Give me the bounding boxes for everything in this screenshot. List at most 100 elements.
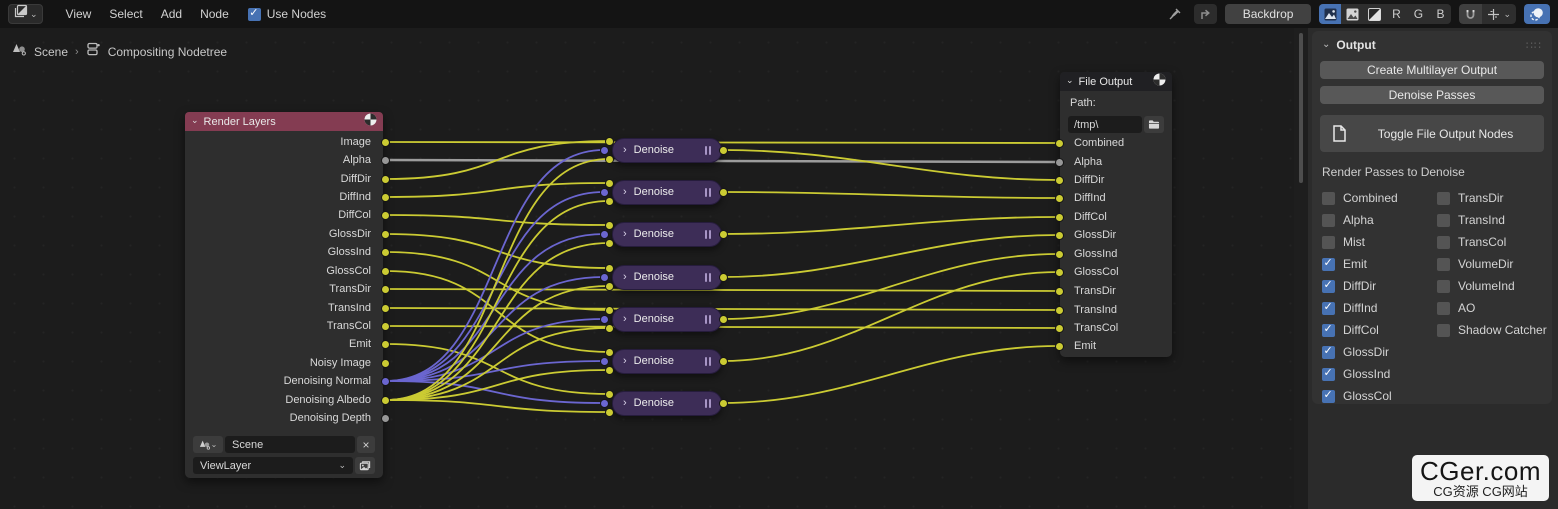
rl-out-alpha-socket[interactable] bbox=[380, 155, 390, 165]
rl-out-diffind-socket[interactable] bbox=[380, 192, 390, 202]
resize-grip-icon[interactable] bbox=[705, 356, 711, 366]
resize-grip-icon[interactable] bbox=[705, 187, 711, 197]
chevron-right-icon[interactable]: › bbox=[623, 397, 627, 409]
backdrop-button[interactable]: Backdrop bbox=[1224, 4, 1312, 24]
pass-checkbox-diffind[interactable] bbox=[1322, 300, 1335, 315]
channel-color-alpha-button[interactable] bbox=[1319, 4, 1342, 24]
fo-in-combined-socket[interactable] bbox=[1054, 138, 1064, 148]
unlink-scene-button[interactable]: × bbox=[357, 436, 375, 453]
create-multilayer-output-button[interactable]: Create Multilayer Output bbox=[1320, 61, 1544, 79]
denoise-3-image-socket[interactable] bbox=[604, 220, 614, 230]
pass-row-transdir[interactable]: TransDir bbox=[1437, 187, 1552, 209]
output-panel-header[interactable]: ⌄ Output ∷∷ bbox=[1312, 31, 1552, 56]
fo-in-diffind-socket[interactable] bbox=[1054, 193, 1064, 203]
chevron-right-icon[interactable]: › bbox=[623, 186, 627, 198]
denoise-4-image-socket[interactable] bbox=[604, 263, 614, 273]
fo-in-transind-socket[interactable] bbox=[1054, 305, 1064, 315]
menu-select[interactable]: Select bbox=[109, 7, 143, 21]
fo-in-alpha-socket[interactable] bbox=[1054, 157, 1064, 167]
scene-datablock-icon[interactable]: ⌄ bbox=[193, 436, 223, 453]
use-nodes-toggle[interactable]: Use Nodes bbox=[247, 6, 326, 21]
denoise-5-output-socket[interactable] bbox=[718, 314, 728, 324]
denoise-2-output-socket[interactable] bbox=[718, 187, 728, 197]
denoise-6-albedo-socket[interactable] bbox=[604, 365, 614, 375]
pass-row-diffcol[interactable]: DiffCol bbox=[1322, 319, 1437, 341]
chevron-right-icon[interactable]: › bbox=[623, 313, 627, 325]
rl-out-transcol-socket[interactable] bbox=[380, 321, 390, 331]
denoise-3-output-socket[interactable] bbox=[718, 229, 728, 239]
rl-out-emit-socket[interactable] bbox=[380, 339, 390, 349]
use-nodes-checkbox[interactable] bbox=[247, 6, 261, 21]
pass-row-emit[interactable]: Emit bbox=[1322, 253, 1437, 275]
file-output-header[interactable]: ⌄ File Output bbox=[1060, 72, 1172, 91]
denoise-1-normal-socket[interactable] bbox=[599, 145, 609, 155]
denoise-5-albedo-socket[interactable] bbox=[604, 323, 614, 333]
resize-grip-icon[interactable] bbox=[705, 398, 711, 408]
chevron-right-icon[interactable]: › bbox=[623, 271, 627, 283]
pass-checkbox-transind[interactable] bbox=[1437, 213, 1450, 227]
pass-checkbox-ao[interactable] bbox=[1437, 301, 1450, 315]
toggle-file-output-nodes-button[interactable]: Toggle File Output Nodes bbox=[1320, 115, 1544, 152]
denoise-7-output-socket[interactable] bbox=[718, 398, 728, 408]
resize-grip-icon[interactable] bbox=[705, 145, 711, 155]
pass-row-transcol[interactable]: TransCol bbox=[1437, 231, 1552, 253]
snap-magnet-icon[interactable] bbox=[1459, 4, 1483, 24]
pass-checkbox-volumedir[interactable] bbox=[1437, 257, 1450, 271]
denoise-node-4[interactable]: ›Denoise bbox=[612, 264, 722, 290]
channel-color-button[interactable] bbox=[1341, 4, 1363, 24]
fo-in-glossind-socket[interactable] bbox=[1054, 249, 1064, 259]
scene-name-field[interactable]: Scene bbox=[225, 436, 355, 453]
pass-row-glossdir[interactable]: GlossDir bbox=[1322, 341, 1437, 363]
denoise-1-image-socket[interactable] bbox=[604, 136, 614, 146]
denoise-3-albedo-socket[interactable] bbox=[604, 238, 614, 248]
pass-checkbox-transcol[interactable] bbox=[1437, 235, 1450, 249]
fo-in-glosscol-socket[interactable] bbox=[1054, 267, 1064, 277]
fo-in-diffdir-socket[interactable] bbox=[1054, 175, 1064, 185]
denoise-passes-button[interactable]: Denoise Passes bbox=[1320, 86, 1544, 104]
rl-out-image-socket[interactable] bbox=[380, 137, 390, 147]
denoise-node-1[interactable]: ›Denoise bbox=[612, 137, 722, 163]
pass-checkbox-combined[interactable] bbox=[1322, 191, 1335, 205]
fo-in-transdir-socket[interactable] bbox=[1054, 286, 1064, 296]
rl-out-glossdir-socket[interactable] bbox=[380, 229, 390, 239]
pass-row-volumedir[interactable]: VolumeDir bbox=[1437, 253, 1552, 275]
denoise-1-albedo-socket[interactable] bbox=[604, 154, 614, 164]
denoise-node-2[interactable]: ›Denoise bbox=[612, 179, 722, 205]
pass-checkbox-transdir[interactable] bbox=[1437, 191, 1450, 205]
channel-letter-2[interactable]: B bbox=[1436, 7, 1445, 21]
pass-row-alpha[interactable]: Alpha bbox=[1322, 209, 1437, 231]
pin-icon[interactable] bbox=[1164, 4, 1186, 24]
view-layer-select[interactable]: ViewLayer ⌄ bbox=[193, 457, 353, 474]
denoise-node-7[interactable]: ›Denoise bbox=[612, 390, 722, 416]
rl-out-noisy-image-socket[interactable] bbox=[380, 358, 390, 368]
pass-checkbox-mist[interactable] bbox=[1322, 235, 1335, 249]
path-input[interactable]: /tmp\ bbox=[1068, 116, 1142, 133]
denoise-6-normal-socket[interactable] bbox=[599, 356, 609, 366]
fo-in-glossdir-socket[interactable] bbox=[1054, 230, 1064, 240]
rl-out-diffdir-socket[interactable] bbox=[380, 174, 390, 184]
rl-out-denoising-albedo-socket[interactable] bbox=[380, 395, 390, 405]
fo-in-emit-socket[interactable] bbox=[1054, 341, 1064, 351]
denoise-2-normal-socket[interactable] bbox=[599, 187, 609, 197]
pass-checkbox-glossind[interactable] bbox=[1322, 366, 1335, 381]
pass-checkbox-volumeind[interactable] bbox=[1437, 279, 1450, 293]
fo-in-transcol-socket[interactable] bbox=[1054, 323, 1064, 333]
fo-in-diffcol-socket[interactable] bbox=[1054, 212, 1064, 222]
overlap-toggle-button[interactable] bbox=[1524, 4, 1550, 24]
pass-checkbox-shadow-catcher[interactable] bbox=[1437, 323, 1450, 337]
resize-grip-icon[interactable] bbox=[705, 272, 711, 282]
breadcrumb-scene[interactable]: Scene bbox=[34, 44, 69, 59]
rl-out-transind-socket[interactable] bbox=[380, 303, 390, 313]
chevron-down-icon[interactable]: ⌄ bbox=[1066, 75, 1074, 85]
menu-view[interactable]: View bbox=[65, 7, 92, 21]
denoise-5-normal-socket[interactable] bbox=[599, 314, 609, 324]
panel-drag-grip-icon[interactable]: ∷∷ bbox=[1526, 39, 1542, 52]
pass-row-shadow-catcher[interactable]: Shadow Catcher bbox=[1437, 319, 1552, 341]
resize-grip-icon[interactable] bbox=[705, 314, 711, 324]
chevron-down-icon[interactable]: ⌄ bbox=[191, 115, 199, 125]
rl-out-denoising-normal-socket[interactable] bbox=[380, 376, 390, 386]
rl-out-transdir-socket[interactable] bbox=[380, 284, 390, 294]
channel-letter-0[interactable]: R bbox=[1392, 7, 1401, 21]
rl-out-denoising-depth-socket[interactable] bbox=[380, 413, 390, 423]
